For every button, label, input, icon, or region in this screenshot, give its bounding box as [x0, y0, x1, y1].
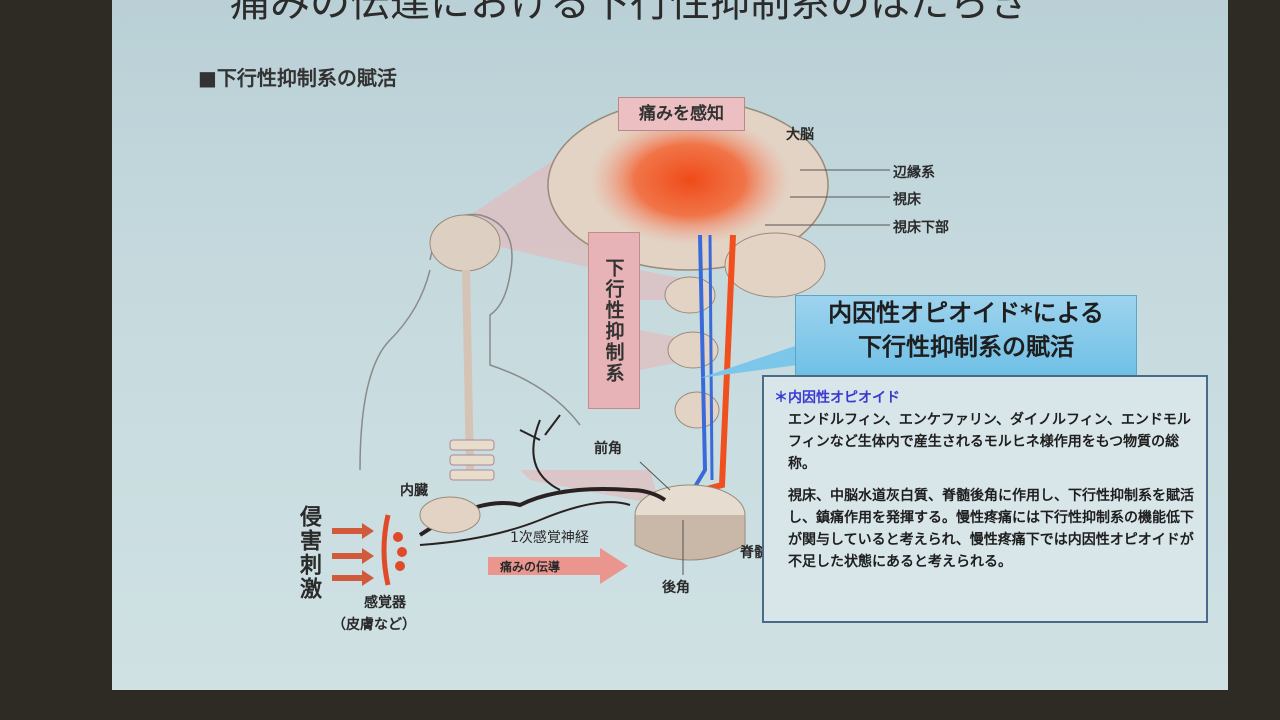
viscera-label: 内臓	[400, 483, 428, 499]
receptor-label: 感覚器	[364, 595, 406, 611]
posterior-horn-label: 後角	[662, 580, 690, 596]
cerebrum-label: 大脳	[786, 127, 814, 143]
stimulus-arrows	[332, 523, 374, 586]
viscera-shape	[419, 496, 481, 534]
note-heading: ＊内因性オピオイド	[774, 390, 900, 406]
spinal-cord-label: 脊髄	[740, 545, 768, 561]
limbic-label: 辺縁系	[893, 165, 935, 181]
pain-glow	[590, 115, 790, 245]
opioid-note-box: ＊内因性オピオイド エンドルフィン、エンケファリン、ダイノルフィン、エンドモルフ…	[762, 375, 1208, 623]
descending-pathway	[708, 234, 714, 481]
callout-line2: 下行性抑制系の賦活	[858, 333, 1074, 361]
cerebellum-shape	[724, 232, 826, 298]
receptor-note-label: （皮膚など）	[332, 617, 416, 633]
hypothalamus-label: 視床下部	[893, 220, 949, 236]
pain-conduction-label: 痛みの伝導	[500, 560, 561, 574]
slide-title: 痛みの伝達における下行性抑制系のはたらき	[230, 0, 1030, 26]
noxious-stimulus-label: 侵害刺激	[296, 505, 321, 601]
callout-line1: 内因性オピオイド*による	[828, 299, 1104, 327]
pain-conduction-arrow	[488, 548, 628, 584]
callout-pointer	[700, 345, 798, 378]
small-spine	[462, 269, 474, 471]
note-paragraph-definition: エンドルフィン、エンケファリン、ダイノルフィン、エンドモルフィンなど生体内で産生…	[788, 412, 1191, 472]
section-heading: ■下行性抑制系の賦活	[198, 66, 397, 90]
primary-nerve-label: 1次感覚神経	[510, 530, 589, 546]
descending-system-label: 下行性抑制系	[588, 232, 640, 409]
small-brain	[429, 214, 501, 272]
thalamus-label: 視床	[893, 192, 921, 208]
callout-box: 内因性オピオイド*による 下行性抑制系の賦活	[795, 295, 1137, 377]
vertebrae-icon	[449, 439, 495, 481]
note-paragraph-action: 視床、中脳水道灰白質、脊髄後角に作用し、下行性抑制系を賦活し、鎮痛作用を発揮する…	[788, 488, 1194, 570]
pain-perception-label: 痛みを感知	[618, 97, 745, 131]
skin-line	[381, 514, 391, 586]
anterior-horn-label: 前角	[594, 441, 622, 457]
